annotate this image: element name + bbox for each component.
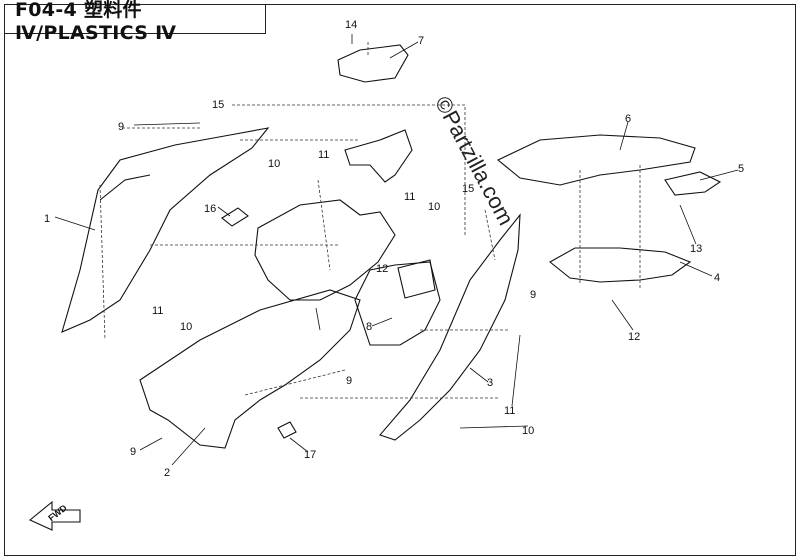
center-cover [254, 199, 396, 301]
part-1-left-side-panel [61, 127, 270, 333]
part-16-bracket [221, 207, 249, 227]
part-6-rear-fender [496, 134, 696, 186]
callout-11d: 11 [504, 405, 515, 417]
fwd-arrow [28, 500, 81, 531]
part-3-right-side-panel [379, 213, 521, 441]
callout-4: 4 [714, 272, 720, 284]
callout-10c: 10 [428, 201, 440, 213]
callout-11: 11 [152, 305, 163, 317]
callout-15b: 15 [462, 183, 474, 195]
part-2-under-tray [139, 289, 361, 449]
callout-2: 2 [164, 467, 170, 479]
callout-9: 9 [118, 121, 124, 133]
callout-10b: 10 [268, 158, 280, 170]
callout-7: 7 [418, 35, 424, 47]
callout-5: 5 [738, 163, 744, 175]
callout-11b: 11 [318, 149, 329, 161]
callout-1: 1 [44, 213, 50, 225]
part-7-rear-cover [337, 44, 409, 83]
callout-8: 8 [366, 321, 372, 333]
part-5-bracket [664, 171, 722, 196]
callout-15: 15 [212, 99, 224, 111]
callout-9c: 9 [346, 375, 352, 387]
part-4-rear-mudguard [549, 247, 692, 283]
callout-10: 10 [180, 321, 192, 333]
callout-17: 17 [304, 449, 316, 461]
callout-14: 14 [345, 19, 357, 31]
callout-9b: 9 [530, 289, 536, 301]
diagram-frame [4, 4, 796, 556]
fwd-label: FWD [46, 502, 69, 523]
callout-9d: 9 [130, 446, 136, 458]
callout-3: 3 [487, 377, 493, 389]
callout-12: 12 [628, 331, 640, 343]
callout-11c: 11 [404, 191, 415, 203]
callout-13: 13 [690, 243, 702, 255]
callout-16: 16 [204, 203, 216, 215]
callout-12b: 12 [376, 263, 388, 275]
callout-6: 6 [625, 113, 631, 125]
callout-10d: 10 [522, 425, 534, 437]
part-8-inner-panel [354, 261, 441, 346]
